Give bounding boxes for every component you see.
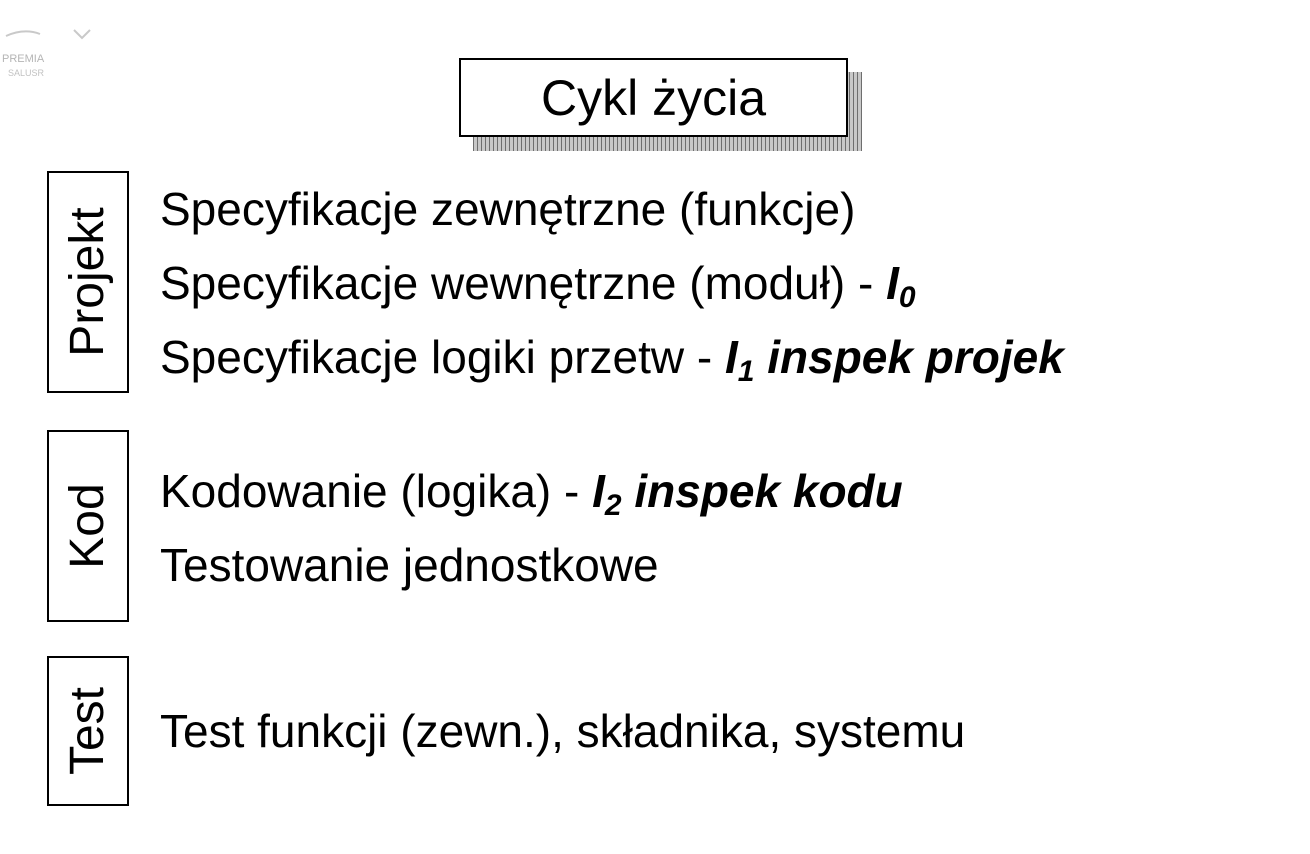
line-text: Test funkcji (zewn.), składnika, systemu: [160, 705, 966, 757]
phase-label-kod: Kod: [61, 483, 114, 569]
title-box: Cykl życia: [459, 58, 848, 137]
phase-box-projekt: Projekt: [47, 171, 129, 393]
line-text: Specyfikacje logiki przetw -: [160, 331, 725, 383]
phase-box-test: Test: [47, 656, 129, 806]
line-highlight: I1 inspek projek: [724, 331, 1064, 388]
kod-line-1: Kodowanie (logika) - I2 inspek kodu: [160, 464, 903, 522]
phase-box-kod: Kod: [47, 430, 129, 622]
institution-logo-icon: PREMIA SALUSR: [2, 29, 91, 78]
kod-line-2: Testowanie jednostkowe: [160, 538, 659, 592]
line-highlight: I0: [886, 257, 916, 314]
line-text: Specyfikacje zewnętrzne (funkcje): [160, 183, 856, 235]
projekt-line-3: Specyfikacje logiki przetw - I1 inspek p…: [160, 330, 1064, 388]
phase-label-projekt: Projekt: [61, 207, 114, 357]
line-text: Specyfikacje wewnętrzne (moduł) -: [160, 257, 887, 309]
test-line-1: Test funkcji (zewn.), składnika, systemu: [160, 704, 965, 758]
logo-text-line-1: PREMIA: [2, 53, 45, 65]
page-title: Cykl życia: [540, 69, 767, 126]
phase-label-test: Test: [61, 686, 114, 776]
projekt-line-1: Specyfikacje zewnętrzne (funkcje): [160, 182, 855, 236]
logo-text-line-2: SALUSR: [8, 68, 45, 78]
projekt-line-2: Specyfikacje wewnętrzne (moduł) - I0: [160, 256, 916, 314]
line-text: Kodowanie (logika) -: [160, 465, 593, 517]
line-text: Testowanie jednostkowe: [160, 539, 659, 591]
line-highlight: I2 inspek kodu: [592, 465, 903, 522]
